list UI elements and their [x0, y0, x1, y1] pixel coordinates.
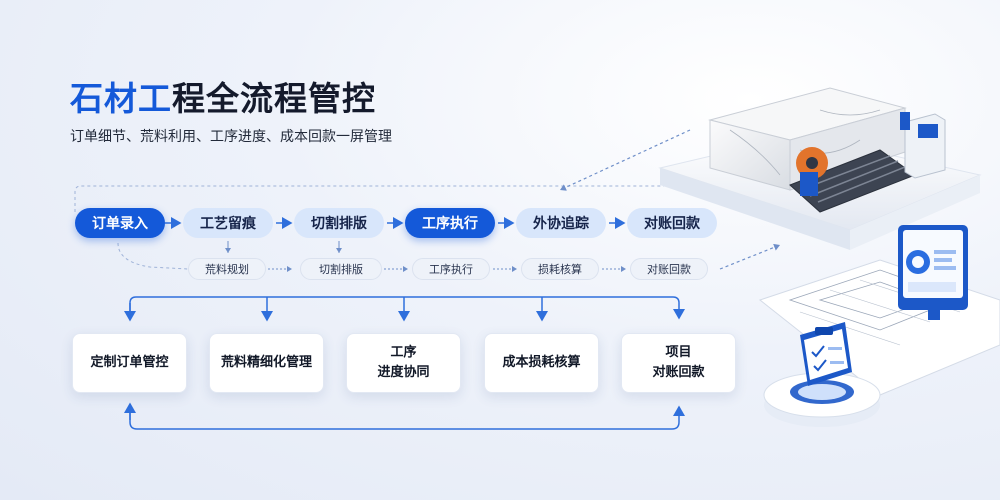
substep-process-exec[interactable]: 工序执行: [412, 258, 490, 280]
module-label-line2: 对账回款: [652, 365, 705, 380]
title-highlight: 石材工: [70, 79, 172, 118]
module-card-custom-orders[interactable]: 定制订单管控: [72, 333, 187, 393]
flow-step-process-record[interactable]: 工艺留痕: [183, 208, 273, 238]
substep-loss-accounting[interactable]: 损耗核算: [521, 258, 599, 280]
flow-step-process-execution[interactable]: 工序执行: [405, 208, 495, 238]
substep-cutting-layout[interactable]: 切割排版: [300, 258, 382, 280]
flow-step-order-entry[interactable]: 订单录入: [75, 208, 165, 238]
page-title: 石材工程全流程管控: [70, 72, 376, 120]
module-card-process-sync[interactable]: 工序 进度协同: [346, 333, 461, 393]
module-label: 定制订单管控: [90, 355, 169, 370]
module-card-cost-loss[interactable]: 成本损耗核算: [484, 333, 599, 393]
module-card-raw-material[interactable]: 荒料精细化管理: [209, 333, 324, 393]
module-label: 成本损耗核算: [502, 355, 581, 370]
substep-reconciliation[interactable]: 对账回款: [630, 258, 708, 280]
module-label-line2: 进度协同: [377, 365, 430, 380]
title-rest: 程全流程管控: [172, 79, 376, 118]
dashboard-monitor-icon: [898, 225, 968, 320]
flow-step-reconciliation[interactable]: 对账回款: [627, 208, 717, 238]
flow-step-cutting-layout[interactable]: 切割排版: [294, 208, 384, 238]
flow-step-outsource-tracking[interactable]: 外协追踪: [516, 208, 606, 238]
checklist-clipboard-icon: [763, 322, 881, 427]
module-card-project-reconciliation[interactable]: 项目 对账回款: [621, 333, 736, 393]
substep-raw-planning[interactable]: 荒料规划: [188, 258, 266, 280]
module-label-line1: 项目: [665, 345, 692, 360]
module-label: 荒料精细化管理: [220, 355, 312, 370]
page-subtitle: 订单细节、荒料利用、工序进度、成本回款一屏管理: [70, 129, 392, 145]
stone-cutting-machine-illustration: [658, 87, 982, 250]
module-label-line1: 工序: [390, 345, 417, 360]
